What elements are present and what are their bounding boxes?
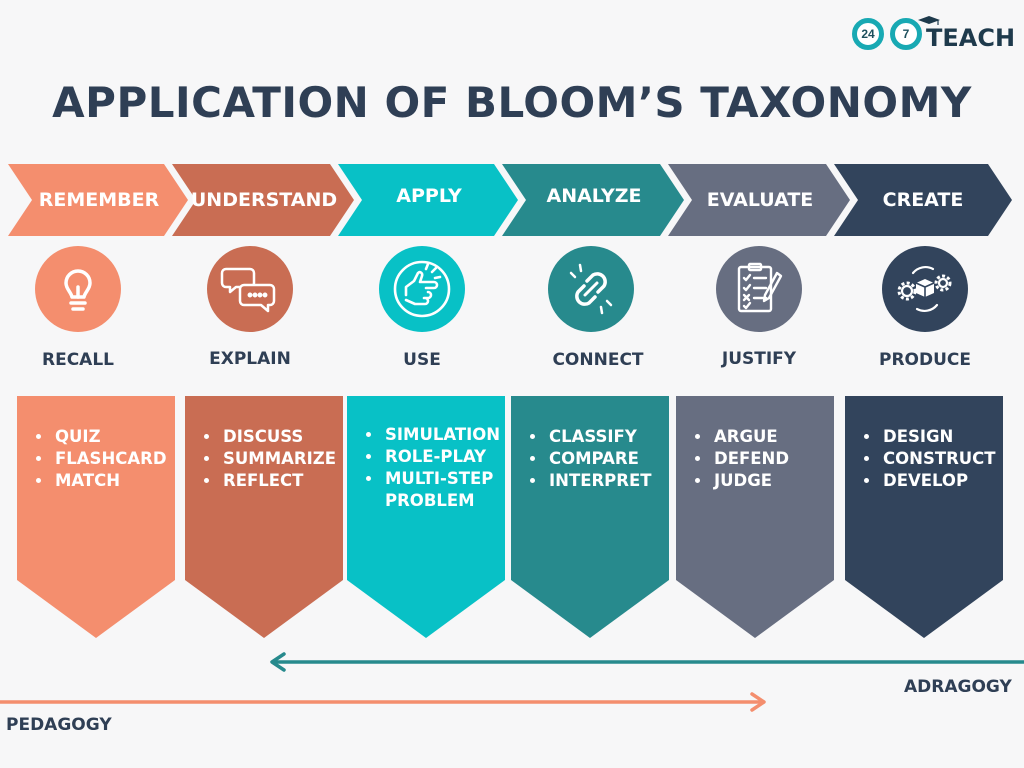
stage-icon-apply (379, 246, 465, 332)
panel-shape (17, 396, 175, 638)
activity-item: COMPARE (547, 448, 652, 470)
panel-shape (511, 396, 669, 638)
activity-panel-remember: QUIZ FLASHCARD MATCH (17, 396, 175, 638)
chevron-evaluate (668, 164, 850, 236)
stage-label: APPLY (396, 185, 462, 207)
pedagogy-arrow (0, 692, 766, 712)
adragogy-arrow (270, 652, 1024, 672)
activity-item: ROLE-PLAY (383, 446, 513, 468)
activity-item: DEFEND (712, 448, 789, 470)
checklist-icon (737, 262, 783, 313)
panel-shape (845, 396, 1003, 638)
activity-item: DEVELOP (881, 470, 996, 492)
activity-item: REFLECT (221, 470, 336, 492)
activity-item: DISCUSS (221, 426, 336, 448)
chevron-apply (338, 164, 518, 236)
activity-panel-analyze: CLASSIFY COMPARE INTERPRET (511, 396, 669, 638)
activity-panel-apply: SIMULATION ROLE-PLAY MULTI-STEP PROBLEM (347, 396, 505, 638)
activity-item: QUIZ (53, 426, 167, 448)
activity-list: DESIGN CONSTRUCT DEVELOP (867, 426, 996, 492)
chevron-label-apply: APPLY (354, 160, 504, 232)
stage-icon-understand (207, 246, 293, 332)
stage-chevrons: REMEMBER UNDERSTAND APPLY ANALYZE EVALUA… (0, 164, 1024, 236)
activity-item: ARGUE (712, 426, 789, 448)
panel-shape (347, 396, 505, 638)
chevron-label-analyze: ANALYZE (518, 160, 670, 232)
stage-icon-evaluate (716, 246, 802, 332)
activity-panel-evaluate: ARGUE DEFEND JUDGE (676, 396, 834, 638)
stage-icon-create (882, 246, 968, 332)
stage-verb-analyze: CONNECT (552, 350, 644, 370)
lightbulb-icon (64, 269, 92, 311)
activity-list: SIMULATION ROLE-PLAY MULTI-STEP PROBLEM (369, 424, 513, 512)
activity-item: JUDGE (712, 470, 789, 492)
panel-shape (676, 396, 834, 638)
graduation-cap-icon (918, 16, 940, 25)
activity-item: CLASSIFY (547, 426, 652, 448)
stage-label: EVALUATE (706, 189, 814, 211)
activity-item: MULTI-STEP PROBLEM (383, 468, 513, 512)
stage-label: CREATE (882, 189, 964, 211)
stage-label: UNDERSTAND (190, 189, 338, 211)
logo-ring-7: 7 (890, 18, 922, 50)
stage-label: ANALYZE (546, 185, 642, 207)
stage-verb-create: PRODUCE (878, 350, 971, 370)
activity-list: CLASSIFY COMPARE INTERPRET (533, 426, 652, 492)
chevron-remember (8, 164, 188, 236)
chevron-label-understand: UNDERSTAND (188, 164, 340, 236)
chevron-analyze (502, 164, 684, 236)
activity-item: CONSTRUCT (881, 448, 996, 470)
activity-item: FLASHCARD (53, 448, 167, 470)
pointing-hand-icon (393, 260, 451, 318)
activity-list: ARGUE DEFEND JUDGE (698, 426, 789, 492)
activity-list: DISCUSS SUMMARIZE REFLECT (207, 426, 336, 492)
chevron-shapes (8, 164, 1012, 236)
logo-text-24: 24 (861, 27, 875, 41)
activity-item: INTERPRET (547, 470, 652, 492)
chevron-label-evaluate: EVALUATE (684, 164, 836, 236)
logo-wordmark: TEACH (926, 24, 1016, 52)
activity-item: SIMULATION (383, 424, 513, 446)
activity-item: MATCH (53, 470, 167, 492)
stage-verb-remember: RECALL (41, 350, 114, 370)
activity-item: SUMMARIZE (221, 448, 336, 470)
logo-text-7: 7 (902, 27, 910, 41)
adragogy-label: ADRAGOGY (904, 677, 1012, 697)
activity-panel-understand: DISCUSS SUMMARIZE REFLECT (185, 396, 343, 638)
chevron-label-create: CREATE (848, 164, 998, 236)
stage-verb-apply: USE (403, 350, 441, 370)
stage-verb-understand: EXPLAIN (209, 349, 291, 369)
activity-list: QUIZ FLASHCARD MATCH (39, 426, 167, 492)
stage-icon-remember (35, 246, 121, 332)
brand-logo: 24 7 TEACH (852, 16, 1015, 56)
speech-bubbles-icon (220, 267, 276, 313)
page-title: APPLICATION OF BLOOM’S TAXONOMY (52, 78, 972, 127)
chevron-understand (172, 164, 354, 236)
activity-panel-create: DESIGN CONSTRUCT DEVELOP (845, 396, 1003, 638)
chain-link-icon (569, 263, 613, 315)
panel-shape (185, 396, 343, 638)
gears-box-icon (897, 266, 952, 312)
stage-verb-evaluate: JUSTIFY (721, 349, 797, 369)
logo-ring-24: 24 (852, 18, 884, 50)
pedagogy-label: PEDAGOGY (6, 715, 112, 735)
stage-label: REMEMBER (38, 189, 160, 211)
chevron-create (834, 164, 1012, 236)
chevron-label-remember: REMEMBER (24, 164, 174, 236)
stage-icon-analyze (548, 246, 634, 332)
activity-item: DESIGN (881, 426, 996, 448)
